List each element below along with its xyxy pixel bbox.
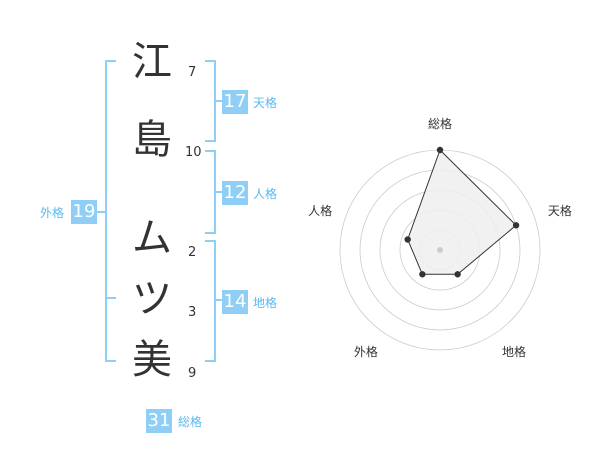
radar-point [419, 271, 426, 278]
chikaku-badge: 14 [222, 290, 248, 314]
radar-axis-label: 地格 [502, 344, 526, 359]
radar-point [436, 146, 444, 154]
soukaku-label: 総格 [178, 415, 203, 429]
jinkaku-badge: 12 [222, 181, 248, 205]
radar-center-dot [437, 247, 443, 253]
radar-area [407, 149, 517, 275]
stroke-count-1: 7 [188, 65, 197, 80]
connector-chikaku [214, 299, 222, 301]
radar-axis-label: 総格 [428, 116, 452, 131]
name-char-2: 島 [132, 117, 172, 163]
bracket-gaikaku [105, 60, 116, 362]
gaikaku-label: 外格 [40, 206, 65, 220]
radar-axis-label: 人格 [308, 203, 332, 218]
bracket-chikaku [205, 240, 216, 362]
tenkaku-badge: 17 [222, 90, 248, 114]
tenkaku-label: 天格 [253, 96, 278, 110]
stroke-count-5: 9 [188, 366, 197, 381]
radar-point [454, 271, 461, 278]
bracket-gaikaku-tick [105, 297, 116, 299]
radar-point [404, 236, 411, 243]
name-char-1: 江 [132, 39, 172, 85]
name-char-3: ム [132, 215, 172, 261]
name-char-4: ツ [132, 276, 172, 322]
chikaku-label: 地格 [253, 296, 278, 310]
radar-point [512, 222, 520, 229]
radar-axis-label: 外格 [354, 344, 378, 359]
name-char-5: 美 [132, 337, 172, 383]
radar-axis-label: 天格 [548, 203, 572, 218]
gaikaku-badge: 19 [71, 200, 97, 224]
connector-gaikaku [97, 211, 105, 213]
connector-tenkaku [214, 100, 222, 102]
stroke-count-4: 3 [188, 305, 197, 320]
jinkaku-label: 人格 [253, 187, 278, 201]
stroke-count-2: 10 [185, 145, 202, 160]
connector-jinkaku [214, 191, 222, 193]
stroke-count-3: 2 [188, 245, 197, 260]
soukaku-badge: 31 [146, 409, 172, 433]
